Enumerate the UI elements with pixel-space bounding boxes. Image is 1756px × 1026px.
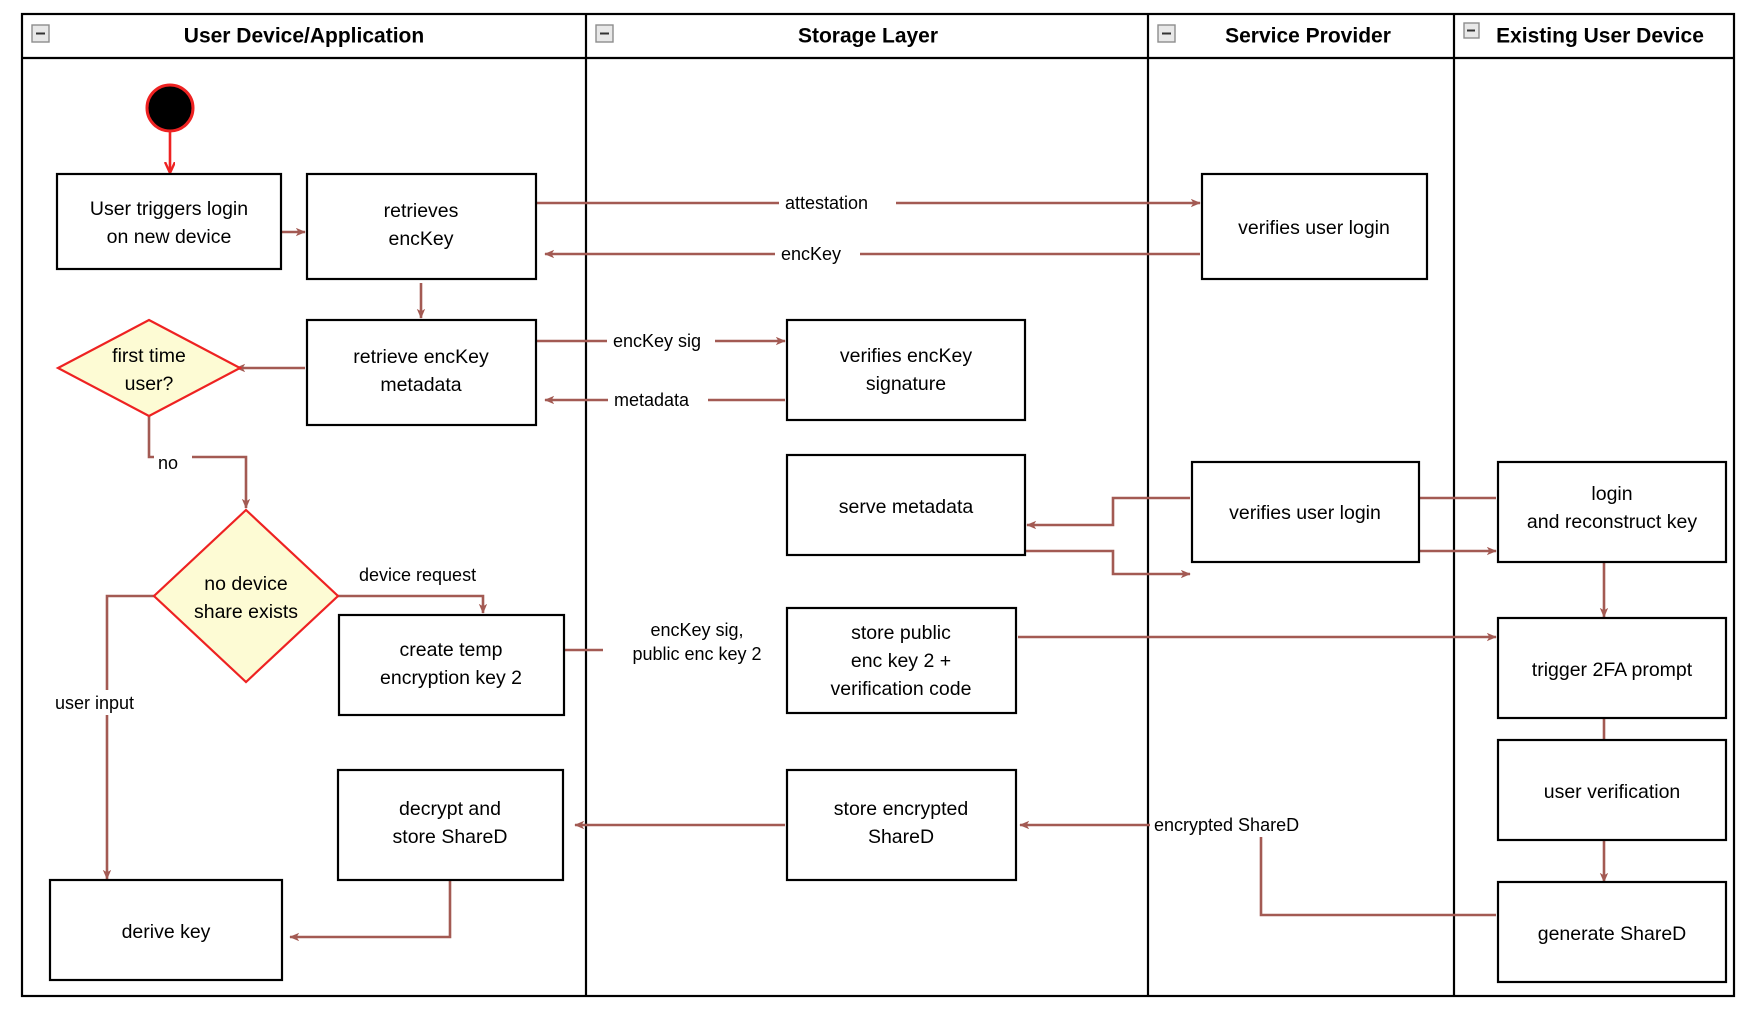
edge-label-metadata: metadata: [614, 390, 690, 410]
node-label-line: encryption key 2: [380, 667, 522, 689]
node-label-line: verifies encKey: [840, 345, 972, 367]
node-label-line: decrypt and: [399, 798, 501, 820]
minus-box-icon[interactable]: [1463, 22, 1480, 39]
decision-label-line: share exists: [194, 601, 298, 623]
decision-label-line: no device: [204, 573, 287, 595]
node-label-line: on new device: [107, 226, 232, 248]
minus-box-icon[interactable]: [1157, 24, 1176, 43]
node-label-line: store encrypted: [834, 798, 968, 820]
minus-box-icon[interactable]: [31, 24, 50, 43]
edge-label-enckey-sig: encKey sig: [613, 331, 701, 351]
decision-first-time-user[interactable]: first time user?: [55, 318, 243, 418]
node-label-line: verifies user login: [1229, 502, 1381, 524]
edge-no-to-device-share: [147, 416, 251, 509]
lane-title-existing-user-device: Existing User Device: [1496, 25, 1704, 48]
node-label-line: ShareD: [868, 826, 934, 848]
node-label-line: metadata: [380, 374, 461, 396]
minus-box-icon[interactable]: [595, 24, 614, 43]
edge-label-encrypted-shared: encrypted ShareD: [1154, 815, 1299, 835]
node-label-line: store ShareD: [393, 826, 508, 848]
edge-user-input: [102, 594, 159, 880]
edge-labels: attestation encKey encKey sig metadata n…: [51, 190, 1342, 837]
lane-header-user-device[interactable]: User Device/Application: [31, 24, 424, 48]
swimlane-frame: [20, 12, 1736, 998]
node-label-line: encKey: [388, 228, 453, 250]
edge-device-request: [334, 594, 488, 614]
edge-decrypt-to-derive: [289, 879, 452, 942]
node-trigger-2fa-prompt[interactable]: trigger 2FA prompt: [1496, 616, 1728, 720]
node-store-public-enc-key-2[interactable]: store public enc key 2 + verification co…: [785, 606, 1018, 715]
edge-serve-metadata-right: [1018, 549, 1191, 579]
node-verifies-enckey-signature[interactable]: verifies encKey signature: [785, 318, 1027, 422]
edge-label-attestation: attestation: [785, 193, 868, 213]
decision-no-device-share-exists[interactable]: no device share exists: [152, 508, 340, 684]
node-label-line: store public: [851, 622, 951, 644]
edge-label-device-request: device request: [359, 565, 476, 585]
edge-label-user-input: user input: [55, 693, 134, 713]
node-decrypt-and-store-shared[interactable]: decrypt and store ShareD: [336, 768, 565, 882]
lane-header-storage-layer[interactable]: Storage Layer: [595, 24, 938, 48]
edge-label-enckey-sig-2b: public enc key 2: [632, 644, 761, 664]
node-label-line: generate ShareD: [1538, 923, 1687, 945]
node-label-line: retrieves: [384, 200, 459, 222]
node-label-line: trigger 2FA prompt: [1532, 659, 1693, 681]
node-label-line: and reconstruct key: [1527, 511, 1697, 533]
edge-serve-metadata-left: [1026, 496, 1190, 530]
node-label-line: serve metadata: [839, 496, 974, 518]
lane-title-service-provider: Service Provider: [1225, 25, 1391, 48]
edge-label-enckey-sig-2a: encKey sig,: [650, 620, 743, 640]
decision-label-line: user?: [125, 373, 174, 395]
lane-title-user-device: User Device/Application: [184, 25, 424, 48]
node-verifies-user-login-middle[interactable]: verifies user login: [1190, 460, 1421, 564]
node-serve-metadata[interactable]: serve metadata: [785, 453, 1027, 557]
initial-node[interactable]: [145, 83, 195, 133]
node-label-line: verifies user login: [1238, 217, 1390, 239]
node-verifies-user-login-top[interactable]: verifies user login: [1200, 172, 1429, 281]
node-derive-key[interactable]: derive key: [48, 878, 284, 982]
node-retrieve-enckey-metadata[interactable]: retrieve encKey metadata: [305, 318, 538, 427]
node-user-verification[interactable]: user verification: [1496, 738, 1728, 842]
node-label-line: derive key: [122, 921, 211, 943]
node-create-temp-encryption-key-2[interactable]: create temp encryption key 2: [337, 613, 566, 717]
lane-title-storage-layer: Storage Layer: [798, 25, 938, 48]
edge-label-no: no: [158, 453, 178, 473]
decision-label-line: first time: [112, 345, 186, 367]
node-label-line: signature: [866, 373, 946, 395]
node-user-triggers-login[interactable]: User triggers login on new device: [55, 172, 283, 271]
edges: [102, 128, 1609, 942]
node-retrieves-enckey[interactable]: retrieves encKey: [305, 172, 538, 281]
node-label-line: create temp: [400, 639, 503, 661]
node-label-line: login: [1591, 483, 1632, 505]
node-login-and-reconstruct-key[interactable]: login and reconstruct key: [1496, 460, 1728, 564]
node-label-line: enc key 2 +: [851, 650, 951, 672]
node-label-line: User triggers login: [90, 198, 248, 220]
node-label-line: verification code: [831, 678, 972, 700]
lane-header-service-provider[interactable]: Service Provider: [1157, 24, 1391, 48]
node-label-line: user verification: [1544, 781, 1681, 803]
lane-header-existing-user-device[interactable]: Existing User Device: [1463, 22, 1704, 48]
node-label-line: retrieve encKey: [353, 346, 489, 368]
node-store-encrypted-shared[interactable]: store encrypted ShareD: [785, 768, 1018, 882]
node-generate-shared[interactable]: generate ShareD: [1496, 880, 1728, 984]
edge-encrypted-shared: [1019, 820, 1496, 917]
edge-label-enckey: encKey: [781, 244, 841, 264]
